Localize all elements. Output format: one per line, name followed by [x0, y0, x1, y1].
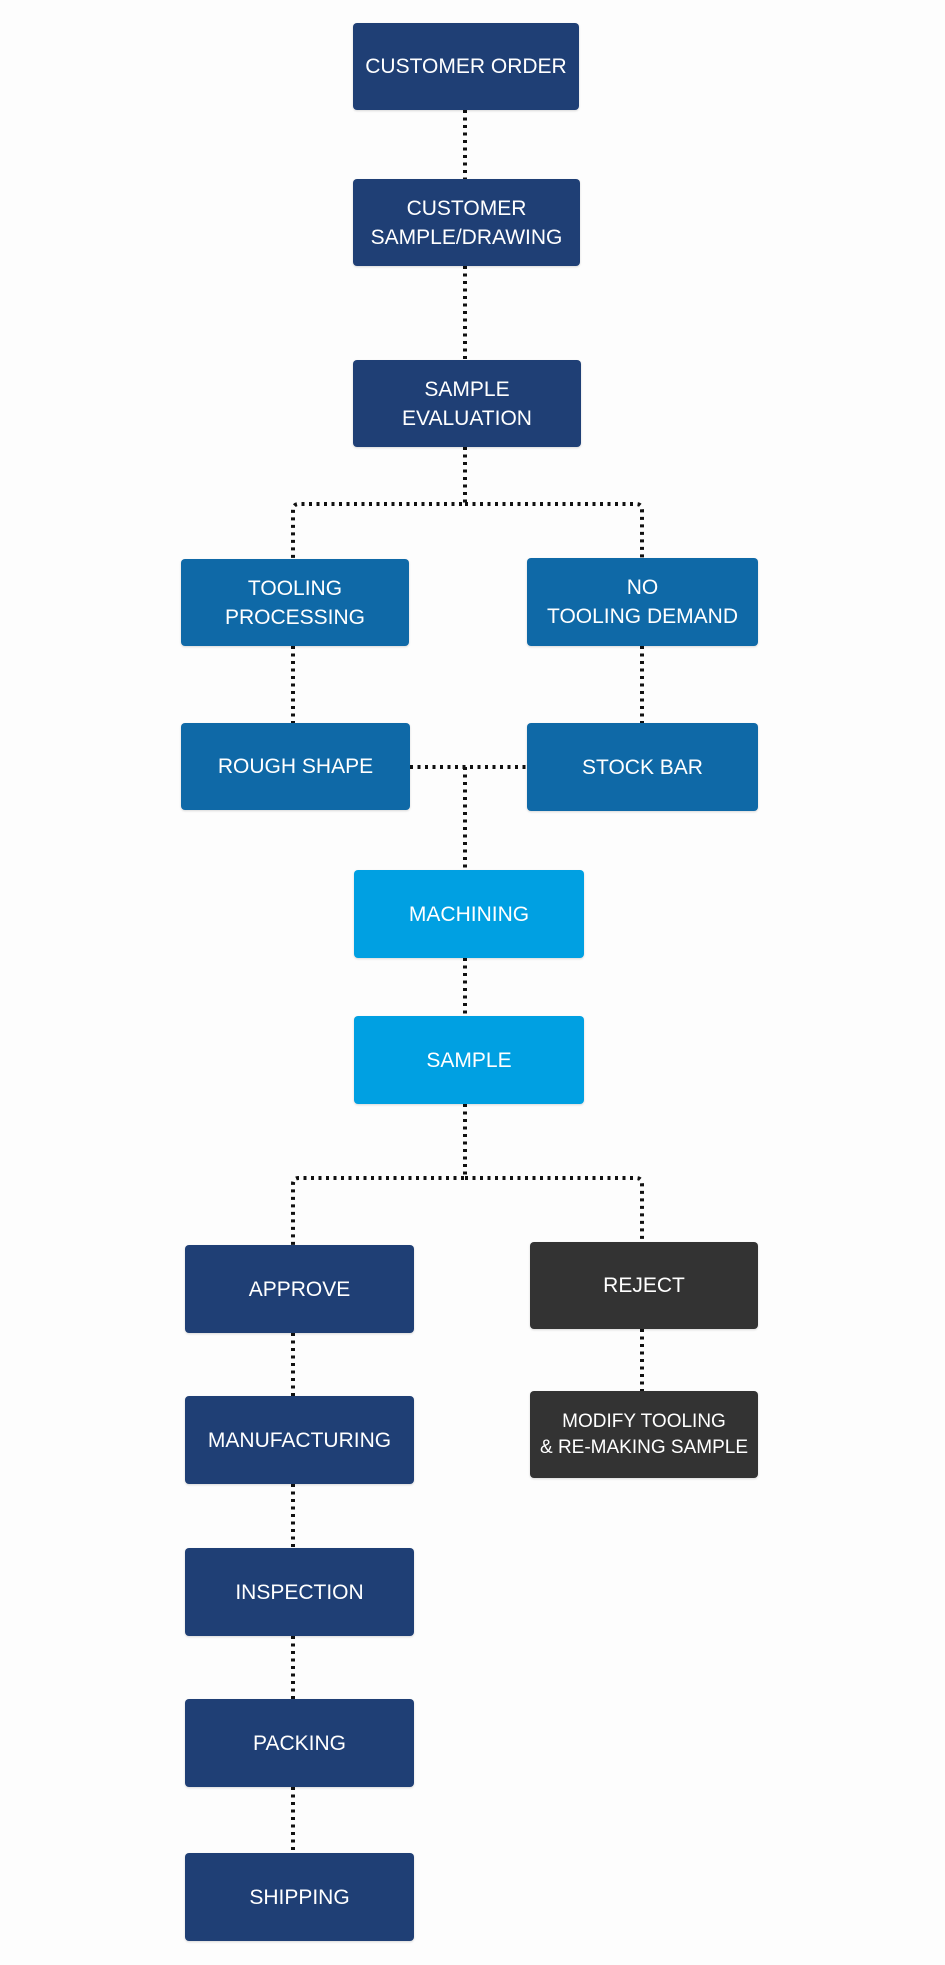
- node-customer-order-label: CUSTOMER ORDER: [365, 55, 567, 78]
- node-rough-shape-label: ROUGH SHAPE: [217, 755, 374, 778]
- node-inspection-label: INSPECTION: [235, 1580, 364, 1604]
- node-sample-evaluation: SAMPLE EVALUATION: [353, 360, 581, 447]
- node-machining: MACHINING: [354, 870, 584, 958]
- node-sample-label: SAMPLE: [426, 1048, 512, 1072]
- node-modify-tooling-label: MODIFY TOOLING & RE-MAKING SAMPLE: [540, 1410, 748, 1458]
- node-reject: REJECT: [530, 1242, 758, 1329]
- connector-sample-split: [291, 1104, 644, 1245]
- node-modify-tooling: MODIFY TOOLING & RE-MAKING SAMPLE: [530, 1391, 758, 1478]
- node-machining-label: MACHINING: [408, 902, 530, 926]
- node-tooling-processing: TOOLING PROCESSING: [181, 559, 409, 646]
- node-rough-shape: ROUGH SHAPE: [181, 723, 410, 810]
- node-sample: SAMPLE: [354, 1016, 584, 1104]
- node-customer-sample-drawing-label: CUSTOMER SAMPLE/DRAWING: [370, 196, 563, 249]
- connector-merge-to-machining: [410, 765, 527, 870]
- node-customer-sample-drawing: CUSTOMER SAMPLE/DRAWING: [353, 179, 580, 266]
- node-sample-evaluation-label: SAMPLE EVALUATION: [402, 377, 532, 430]
- node-shipping: SHIPPING: [185, 1853, 414, 1941]
- node-packing-label: PACKING: [253, 1731, 346, 1755]
- node-stock-bar-label: STOCK BAR: [582, 755, 703, 779]
- connector-evaluation-split: [291, 447, 644, 559]
- node-customer-order: CUSTOMER ORDER: [353, 23, 579, 110]
- node-tooling-processing-label: TOOLING PROCESSING: [224, 576, 366, 629]
- node-no-tooling-demand: NO TOOLING DEMAND: [527, 558, 758, 646]
- node-shipping-label: SHIPPING: [249, 1885, 350, 1909]
- node-reject-label: REJECT: [603, 1274, 685, 1297]
- node-manufacturing: MANUFACTURING: [185, 1396, 414, 1484]
- node-approve: APPROVE: [185, 1245, 414, 1333]
- node-stock-bar: STOCK BAR: [527, 723, 758, 811]
- node-no-tooling-demand-label: NO TOOLING DEMAND: [547, 576, 738, 628]
- node-inspection: INSPECTION: [185, 1548, 414, 1636]
- node-packing: PACKING: [185, 1699, 414, 1787]
- node-manufacturing-label: MANUFACTURING: [207, 1428, 392, 1452]
- node-approve-label: APPROVE: [248, 1277, 351, 1301]
